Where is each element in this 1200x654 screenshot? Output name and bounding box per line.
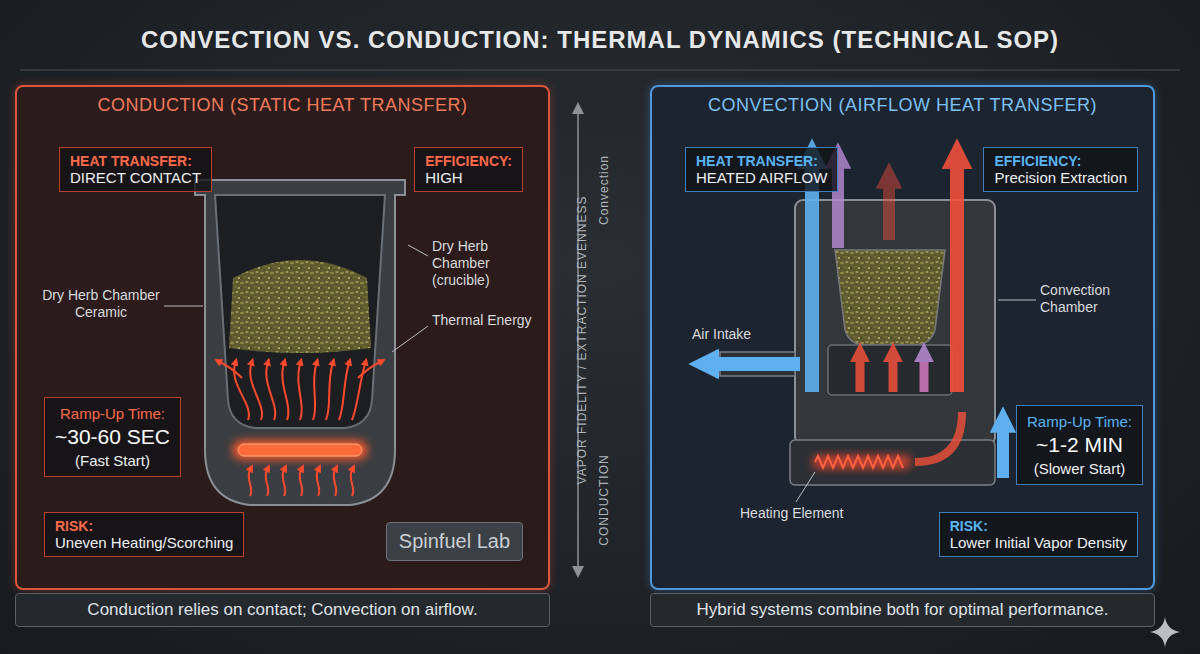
heat-arrow: [266, 364, 275, 420]
node-text: HEAT TRANSFER:: [696, 153, 827, 169]
node-text: Precision Extraction: [994, 169, 1127, 186]
diagram-title: CONVECTION VS. CONDUCTION: THERMAL DYNAM…: [0, 26, 1200, 54]
leader-line: [998, 300, 1036, 301]
part-label: Convection Chamber: [1040, 282, 1140, 316]
airflow-arrow: [883, 186, 895, 240]
heat-arrow: [351, 470, 354, 496]
node-text: Spinfuel Lab: [399, 530, 510, 553]
heat-arrow: [300, 470, 303, 496]
airflow-arrow: [950, 166, 964, 392]
herb-material: [835, 250, 945, 345]
heat-arrow: [339, 364, 349, 420]
axis-head: [572, 102, 584, 114]
heat-arrow: [283, 470, 286, 496]
airflow-arrow: [889, 360, 898, 392]
heat-arrow: [298, 364, 301, 420]
node-text: HEAT TRANSFER:: [70, 153, 201, 169]
crucible-cavity: [215, 195, 385, 428]
panel-ground: [650, 85, 1155, 590]
node-text: CONVECTION (AIRFLOW HEAT TRANSFER): [652, 95, 1153, 116]
heat-arrow: [326, 364, 333, 420]
node-text: EFFICIENCY:: [994, 153, 1127, 169]
node-text: ~30-60 SEC: [55, 425, 170, 449]
node-text: Ramp-Up Time:: [1027, 413, 1132, 430]
node-text: (Fast Start): [55, 452, 170, 469]
heat-arrow: [317, 470, 320, 496]
leader-line: [796, 472, 815, 502]
spec-box: Ramp-Up Time: ~30-60 SEC (Fast Start): [44, 397, 181, 477]
node-text: EFFICIENCY:: [425, 153, 512, 169]
herb-material: [229, 260, 371, 353]
heat-arrow: [282, 364, 288, 420]
part-label: CONDUCTION: [597, 454, 611, 545]
crucible-housing: [195, 180, 405, 505]
leader-line: [164, 306, 203, 307]
spec-box: EFFICIENCY:Precision Extraction: [983, 147, 1138, 192]
heat-arrow: [313, 364, 316, 420]
node-text: (Slower Start): [1027, 460, 1132, 477]
part-label: Convection: [597, 155, 611, 225]
airflow-arrow: [997, 430, 1009, 478]
part-label: Dry Herb Chamber (crucible): [432, 238, 540, 288]
heating-plate: [238, 444, 362, 456]
heat-arrow: [334, 470, 337, 496]
spec-box: RISK:Lower Initial Vapor Density: [939, 512, 1138, 557]
node-text: DIRECT CONTACT: [70, 169, 201, 186]
part-label: Heating Element: [740, 505, 844, 522]
spec-box: RISK:Uneven Heating/Scorching: [44, 512, 244, 557]
heat-arrows: [220, 362, 380, 496]
airflow-arrow: [716, 357, 800, 371]
airflow-arrow: [805, 166, 819, 392]
heat-arrow: [266, 470, 269, 496]
spec-box: Ramp-Up Time: ~1-2 MIN (Slower Start): [1016, 405, 1143, 485]
node-text: RISK:: [55, 518, 233, 534]
part-label: VAPOR FIDELITY / EXTRACTION EVENNESS: [575, 196, 589, 485]
element-glow: [232, 440, 368, 460]
watermark-box: Spinfuel Lab: [386, 522, 523, 561]
title-rule: [20, 70, 1180, 71]
airflow-arrow: [915, 412, 962, 462]
node-text: Conduction relies on contact; Convection…: [87, 600, 477, 620]
node-text: RISK:: [950, 518, 1127, 534]
node-text: HIGH: [425, 169, 512, 186]
node-text: Ramp-Up Time:: [55, 405, 170, 422]
leader-line: [408, 245, 428, 256]
airflow-arrow: [856, 360, 865, 392]
caption-box: Conduction relies on contact; Convection…: [15, 593, 550, 627]
spec-box: EFFICIENCY:HIGH: [414, 147, 523, 192]
airflow-arrow: [920, 360, 929, 392]
heat-arrow: [220, 362, 242, 378]
node-text: HEATED AIRFLOW: [696, 169, 827, 186]
panel-ground: [15, 85, 550, 590]
leader-line: [392, 326, 428, 352]
heat-arrow: [250, 364, 262, 420]
node-text: Uneven Heating/Scorching: [55, 534, 233, 551]
spec-box: HEAT TRANSFER:DIRECT CONTACT: [59, 147, 212, 192]
caption-box: Hybrid systems combine both for optimal …: [650, 593, 1155, 627]
panel: CONDUCTION (STATIC HEAT TRANSFER) HEAT TR…: [15, 85, 550, 590]
element-base: [790, 440, 995, 485]
node-text: Hybrid systems combine both for optimal …: [697, 600, 1109, 620]
node-text: ~1-2 MIN: [1027, 433, 1132, 457]
part-label: Thermal Energy: [432, 312, 532, 329]
heat-arrow: [249, 470, 252, 496]
part-label: Air Intake: [692, 326, 751, 343]
node-text: Lower Initial Vapor Density: [950, 534, 1127, 551]
part-label: Dry Herb Chamber Ceramic: [40, 287, 162, 321]
node-text: CONDUCTION (STATIC HEAT TRANSFER): [17, 95, 548, 116]
spec-box: HEAT TRANSFER:HEATED AIRFLOW: [685, 147, 838, 192]
heat-arrow: [358, 362, 380, 378]
heating-coil: [815, 456, 903, 468]
axis-head: [572, 566, 584, 578]
lower-chamber: [828, 345, 952, 395]
element-glow: [812, 455, 912, 469]
